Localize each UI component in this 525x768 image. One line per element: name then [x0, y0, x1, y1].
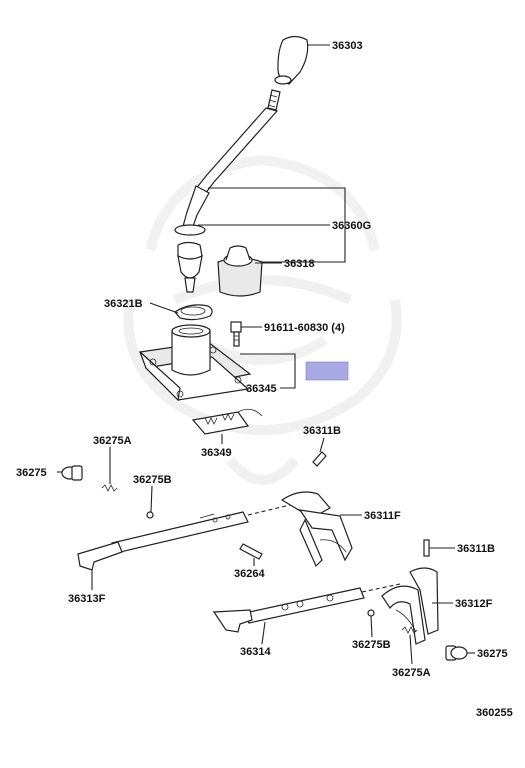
leader-lines	[57, 44, 475, 665]
label-36303: 36303	[332, 40, 363, 52]
spring-plate[interactable]	[191, 408, 263, 435]
label-36264: 36264	[234, 568, 265, 580]
bolt[interactable]	[230, 321, 242, 347]
label-36313F: 36313F	[68, 593, 106, 605]
pin-36264[interactable]	[239, 543, 263, 560]
label-36311F: 36311F	[364, 510, 401, 522]
watermark-crest-icon	[123, 154, 402, 485]
shift-boot[interactable]	[217, 245, 263, 297]
label-36321B: 36321B	[104, 298, 143, 310]
label-36360G: 36360G	[332, 220, 371, 232]
highlight-box[interactable]	[305, 361, 349, 381]
label-36275-left: 36275	[16, 467, 47, 479]
label-36275B-right: 36275B	[352, 639, 391, 651]
pin-top[interactable]	[312, 451, 327, 467]
shift-fork-lower[interactable]	[381, 567, 439, 645]
figure-number: 360255	[476, 707, 513, 719]
shift-rod-right[interactable]	[212, 583, 401, 633]
plug-right[interactable]	[445, 645, 468, 661]
ball-left[interactable]	[146, 511, 154, 519]
label-36275A-left: 36275A	[93, 435, 132, 447]
label-36311B-right: 36311B	[457, 543, 495, 555]
spring-right[interactable]	[401, 626, 418, 634]
snap-ring[interactable]	[174, 304, 213, 321]
label-36345: 36345	[246, 383, 277, 395]
label-36275-right: 36275	[477, 648, 508, 660]
shift-rod-left[interactable]	[77, 504, 291, 571]
label-36312F: 36312F	[455, 598, 493, 610]
label-36314: 36314	[240, 646, 271, 658]
label-36275B-left: 36275B	[133, 474, 172, 486]
shift-knob[interactable]	[274, 35, 309, 85]
spring-left[interactable]	[101, 484, 118, 492]
label-36275A-right: 36275A	[392, 667, 431, 679]
label-36311B-top: 36311B	[303, 425, 341, 437]
shift-housing[interactable]	[138, 324, 252, 402]
pin-right[interactable]	[423, 539, 430, 557]
plug-left[interactable]	[61, 465, 83, 481]
label-36349: 36349	[201, 447, 232, 459]
label-91611: 91611-60830 (4)	[264, 322, 345, 334]
shift-fork-upper[interactable]	[280, 491, 353, 568]
label-36318: 36318	[284, 258, 315, 270]
ball-right[interactable]	[367, 609, 375, 617]
shift-lever[interactable]	[174, 89, 281, 293]
